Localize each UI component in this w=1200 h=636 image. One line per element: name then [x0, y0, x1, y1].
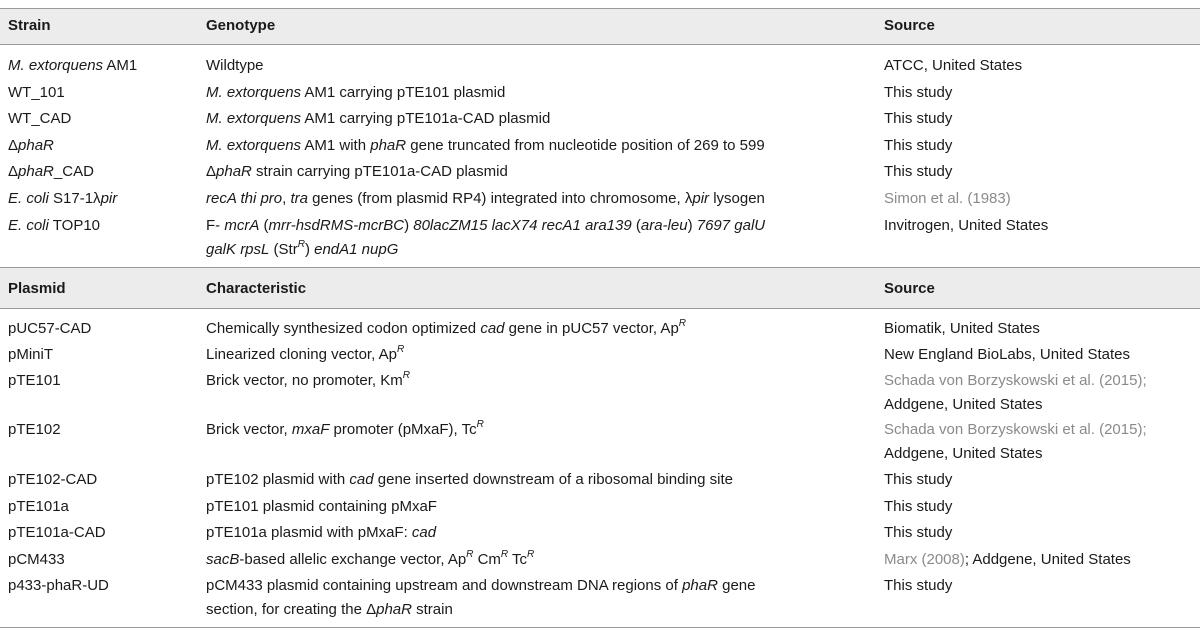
- strain-name: E. coli TOP10: [8, 217, 101, 234]
- strain-header-band: [0, 8, 1200, 44]
- plasmid-characteristic: Chemically synthesized codon optimized c…: [206, 318, 687, 338]
- plasmid-characteristic: pTE102 plasmid with cad gene inserted do…: [206, 471, 733, 488]
- plasmid-source-citation[interactable]: Schada von Borzyskowski et al. (2015);: [884, 372, 1147, 389]
- plasmid-name: pTE102-CAD: [8, 471, 98, 488]
- plasmid-name: pTE101a: [8, 498, 69, 515]
- plasmid-source: Marx (2008); Addgene, United States: [884, 547, 1131, 573]
- strain-source: ATCC, United States: [884, 57, 1023, 74]
- plasmid-source-rest: ; Addgene, United States: [964, 551, 1131, 568]
- bottom-rule: [0, 627, 1200, 628]
- plasmid-source: This study: [884, 498, 953, 515]
- col-header-source: Source: [884, 17, 935, 34]
- strain-source: This study: [884, 163, 953, 180]
- plasmid-source: New England BioLabs, United States: [884, 346, 1130, 363]
- plasmid-characteristic: pTE101 plasmid containing pMxaF: [206, 498, 437, 515]
- strain-name: ΔphaR_CAD: [8, 163, 94, 180]
- plasmid-name: pTE102: [8, 421, 61, 438]
- plasmid-source: This study: [884, 471, 953, 488]
- plasmid-characteristic: pCM433 plasmid containing upstream and d…: [206, 577, 756, 594]
- col-header-characteristic: Characteristic: [206, 280, 307, 297]
- header-rule: [0, 44, 1200, 45]
- plasmid-name: p433-phaR-UD: [8, 577, 109, 594]
- plasmid-name: pMiniT: [8, 346, 54, 363]
- plasmid-name: pTE101a-CAD: [8, 524, 106, 541]
- plasmid-source: This study: [884, 577, 953, 594]
- strain-name: ΔphaR: [8, 137, 54, 154]
- plasmid-source-citation[interactable]: Schada von Borzyskowski et al. (2015);: [884, 421, 1147, 438]
- strain-genotype: M. extorquens AM1 with phaR gene truncat…: [206, 137, 765, 154]
- col-header-source: Source: [884, 280, 935, 297]
- strain-genotype: M. extorquens AM1 carrying pTE101a-CAD p…: [206, 110, 551, 127]
- plasmid-header-band: [0, 268, 1200, 308]
- plasmid-source: Biomatik, United States: [884, 320, 1040, 337]
- plasmid-name: pCM433: [8, 551, 65, 568]
- top-rule: [0, 8, 1200, 9]
- plasmid-characteristic-line2: section, for creating the ΔphaR strain: [206, 601, 453, 618]
- strain-name: WT_CAD: [8, 110, 72, 127]
- strain-genotype: F- mcrA (mrr-hsdRMS-mcrBC) 80lacZM15 lac…: [206, 217, 766, 234]
- col-header-plasmid: Plasmid: [8, 280, 66, 297]
- plasmid-source-citation[interactable]: Marx (2008): [884, 551, 965, 568]
- plasmid-characteristic: Brick vector, no promoter, KmR: [206, 370, 410, 390]
- strain-genotype: M. extorquens AM1 carrying pTE101 plasmi…: [206, 84, 506, 101]
- strain-name: M. extorquens AM1: [8, 57, 138, 74]
- strain-genotype-line2: galK rpsL (StrR) endA1 nupG: [206, 239, 399, 259]
- strain-name: WT_101: [8, 84, 65, 101]
- plasmid-source-line2: Addgene, United States: [884, 445, 1043, 462]
- col-header-strain: Strain: [8, 17, 51, 34]
- strain-name: E. coli S17-1λpir: [8, 190, 118, 207]
- col-header-genotype: Genotype: [206, 17, 276, 34]
- header-rule: [0, 308, 1200, 309]
- plasmid-characteristic: sacB-based allelic exchange vector, ApR …: [206, 549, 535, 569]
- strain-genotype: recA thi pro, tra genes (from plasmid RP…: [206, 190, 765, 207]
- strain-source-citation[interactable]: Simon et al. (1983): [884, 190, 1011, 207]
- plasmid-characteristic: Linearized cloning vector, ApR: [206, 344, 405, 364]
- plasmid-characteristic: pTE101a plasmid with pMxaF: cad: [206, 524, 437, 541]
- plasmid-characteristic: Brick vector, mxaF promoter (pMxaF), TcR: [206, 419, 484, 439]
- plasmid-source: This study: [884, 524, 953, 541]
- strain-source: This study: [884, 84, 953, 101]
- strain-genotype: Wildtype: [206, 57, 264, 74]
- plasmid-name: pTE101: [8, 372, 61, 389]
- plasmid-source-line2: Addgene, United States: [884, 396, 1043, 413]
- strain-genotype: ΔphaR strain carrying pTE101a-CAD plasmi…: [206, 163, 508, 180]
- strain-source: This study: [884, 110, 953, 127]
- section-rule: [0, 267, 1200, 268]
- strain-source: This study: [884, 137, 953, 154]
- plasmid-name: pUC57-CAD: [8, 320, 92, 337]
- strain-source: Invitrogen, United States: [884, 217, 1049, 234]
